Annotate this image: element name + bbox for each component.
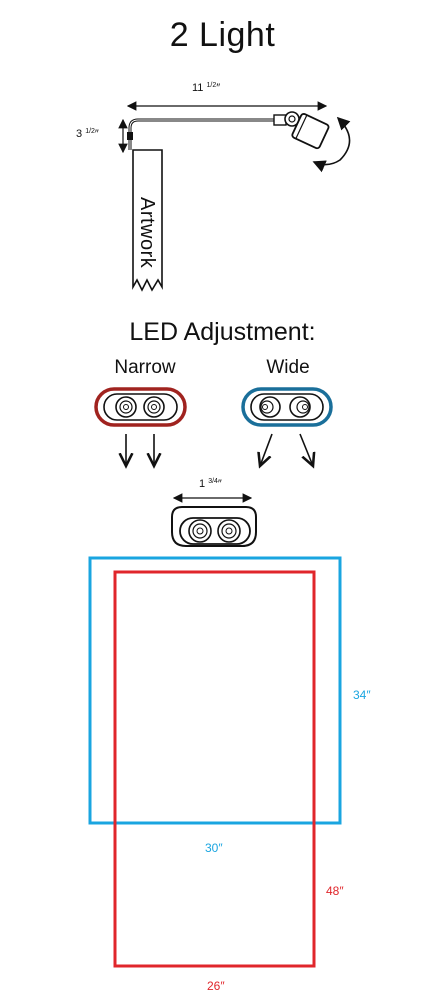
wide-label: Wide xyxy=(266,357,310,378)
rotation-arrow xyxy=(312,116,351,173)
wide-beam-arrow-right xyxy=(299,433,313,466)
narrow-label: Narrow xyxy=(114,357,176,378)
arm-length-label: 11 1/2″ xyxy=(192,82,221,94)
drop-label: 3 1/2″ xyxy=(76,128,99,140)
narrow-coverage-area xyxy=(113,570,316,968)
narrow-lens xyxy=(94,387,187,427)
light-head-front-view xyxy=(171,506,257,547)
narrow-width-label: 26″ xyxy=(207,979,225,993)
narrow-height-label: 48″ xyxy=(326,884,344,898)
wide-height-label: 34″ xyxy=(353,688,371,702)
fixture-diagram xyxy=(118,101,351,292)
head-width-label: 1 3/4″ xyxy=(199,478,222,490)
mount-bracket xyxy=(127,132,133,140)
wide-coverage-area xyxy=(88,556,342,825)
wide-width-label: 30″ xyxy=(205,841,223,855)
wide-beam-arrow-left xyxy=(260,433,273,466)
wide-lens xyxy=(241,387,333,427)
artwork-panel xyxy=(132,149,163,292)
page-title: 2 Light xyxy=(169,16,276,54)
led-adjustment-diagram xyxy=(94,387,333,547)
led-adjustment-heading: LED Adjustment: xyxy=(129,318,316,346)
